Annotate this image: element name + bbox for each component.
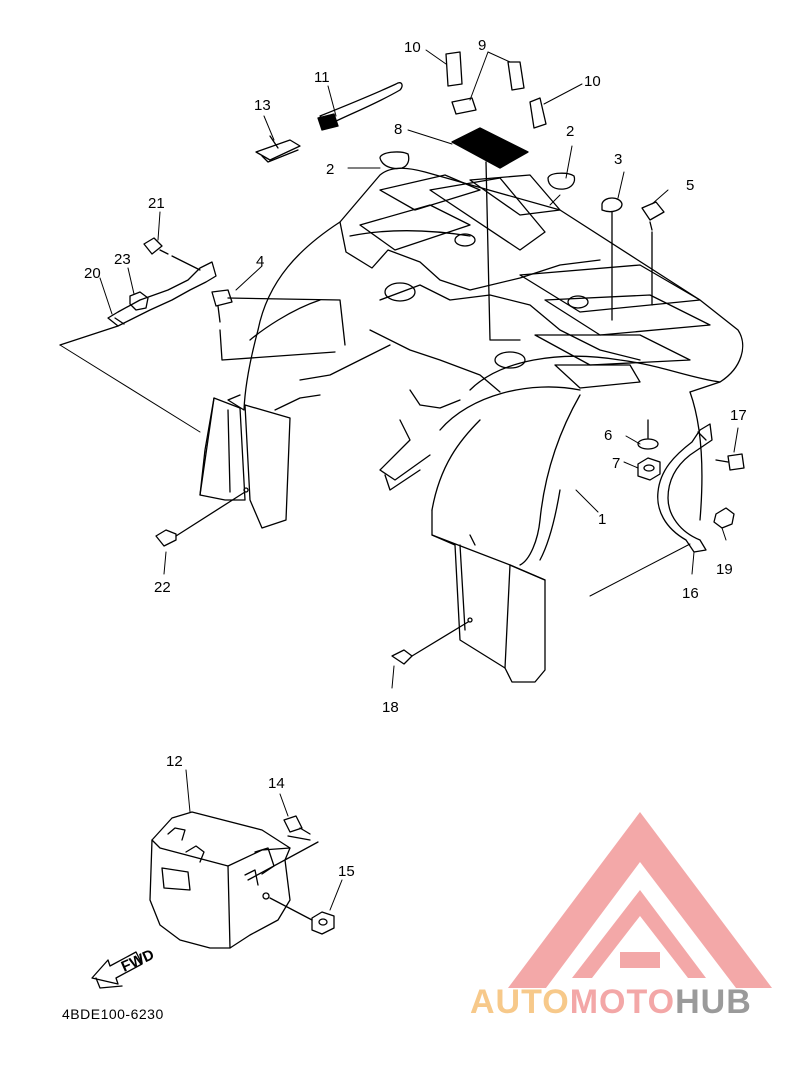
callout-20: 20	[84, 265, 101, 282]
callout-11: 11	[314, 69, 330, 86]
rubber-part-10-right	[529, 97, 547, 129]
callout-9: 9	[478, 37, 486, 54]
pad-part-8	[451, 127, 529, 341]
nut-part-15	[311, 911, 335, 935]
callout-8: 8	[394, 121, 402, 138]
callout-18: 18	[382, 699, 399, 716]
brand-part-hub: HUB	[675, 983, 752, 1021]
screw-part-18	[391, 621, 469, 665]
callout-14: 14	[268, 775, 285, 792]
nut-part-19	[713, 507, 735, 529]
callout-22: 22	[154, 579, 171, 596]
fwd-arrow-icon	[91, 951, 143, 989]
callout-4: 4	[256, 253, 264, 270]
brand-logo-icon	[508, 812, 772, 988]
callout-16: 16	[682, 585, 699, 602]
rubber-part-10-top	[445, 51, 463, 87]
bolt-part-17	[715, 453, 745, 471]
callout-10-right: 10	[584, 73, 601, 90]
cap-part-3	[601, 197, 623, 321]
drawing-code: 4BDE100-6230	[62, 1006, 164, 1022]
callout-21: 21	[148, 195, 165, 212]
rear-fender-part-1	[199, 167, 744, 683]
bolt-part-5	[641, 201, 665, 306]
fwd-label: FWD	[119, 946, 157, 975]
rubber-part-9-a	[507, 61, 525, 91]
bolt-part-21	[143, 237, 201, 271]
screw-part-22	[155, 491, 246, 547]
brand-part-moto: MOTO	[569, 983, 676, 1021]
callout-17: 17	[730, 407, 747, 424]
callout-15: 15	[338, 863, 355, 880]
callout-23: 23	[114, 251, 131, 268]
brand-name: AUTOMOTOHUB	[470, 983, 752, 1022]
bolt-part-4	[211, 289, 346, 361]
callout-1: 1	[598, 511, 606, 528]
callout-13: 13	[254, 97, 271, 114]
callout-2-right: 2	[566, 123, 574, 140]
leader-lines	[59, 49, 739, 911]
callout-numbers: 1 2 2 3 4 5 6 7 8 9 10 10 11 12 13 14 15…	[84, 37, 747, 880]
nut-part-7	[637, 457, 661, 481]
callout-12: 12	[166, 753, 183, 770]
stay-part-16	[657, 423, 713, 553]
callout-5: 5	[686, 177, 694, 194]
callout-6: 6	[604, 427, 612, 444]
washer-part-6	[637, 419, 659, 450]
brand-part-auto: AUTO	[470, 983, 570, 1021]
callout-7: 7	[612, 455, 620, 472]
plug-part-2-left	[379, 151, 410, 170]
callout-2-left: 2	[326, 161, 334, 178]
bolt-part-14	[283, 815, 311, 835]
stay-part-20	[59, 261, 217, 346]
plug-part-2-right	[547, 172, 576, 190]
rubber-part-9-b	[451, 97, 477, 115]
callout-19: 19	[716, 561, 733, 578]
callout-3: 3	[614, 151, 622, 168]
clamp-part-13	[255, 135, 301, 163]
strap-part-11	[317, 82, 403, 131]
nut-part-23	[129, 291, 149, 311]
callout-10-top: 10	[404, 39, 421, 56]
tool-box-part-12	[149, 811, 319, 949]
